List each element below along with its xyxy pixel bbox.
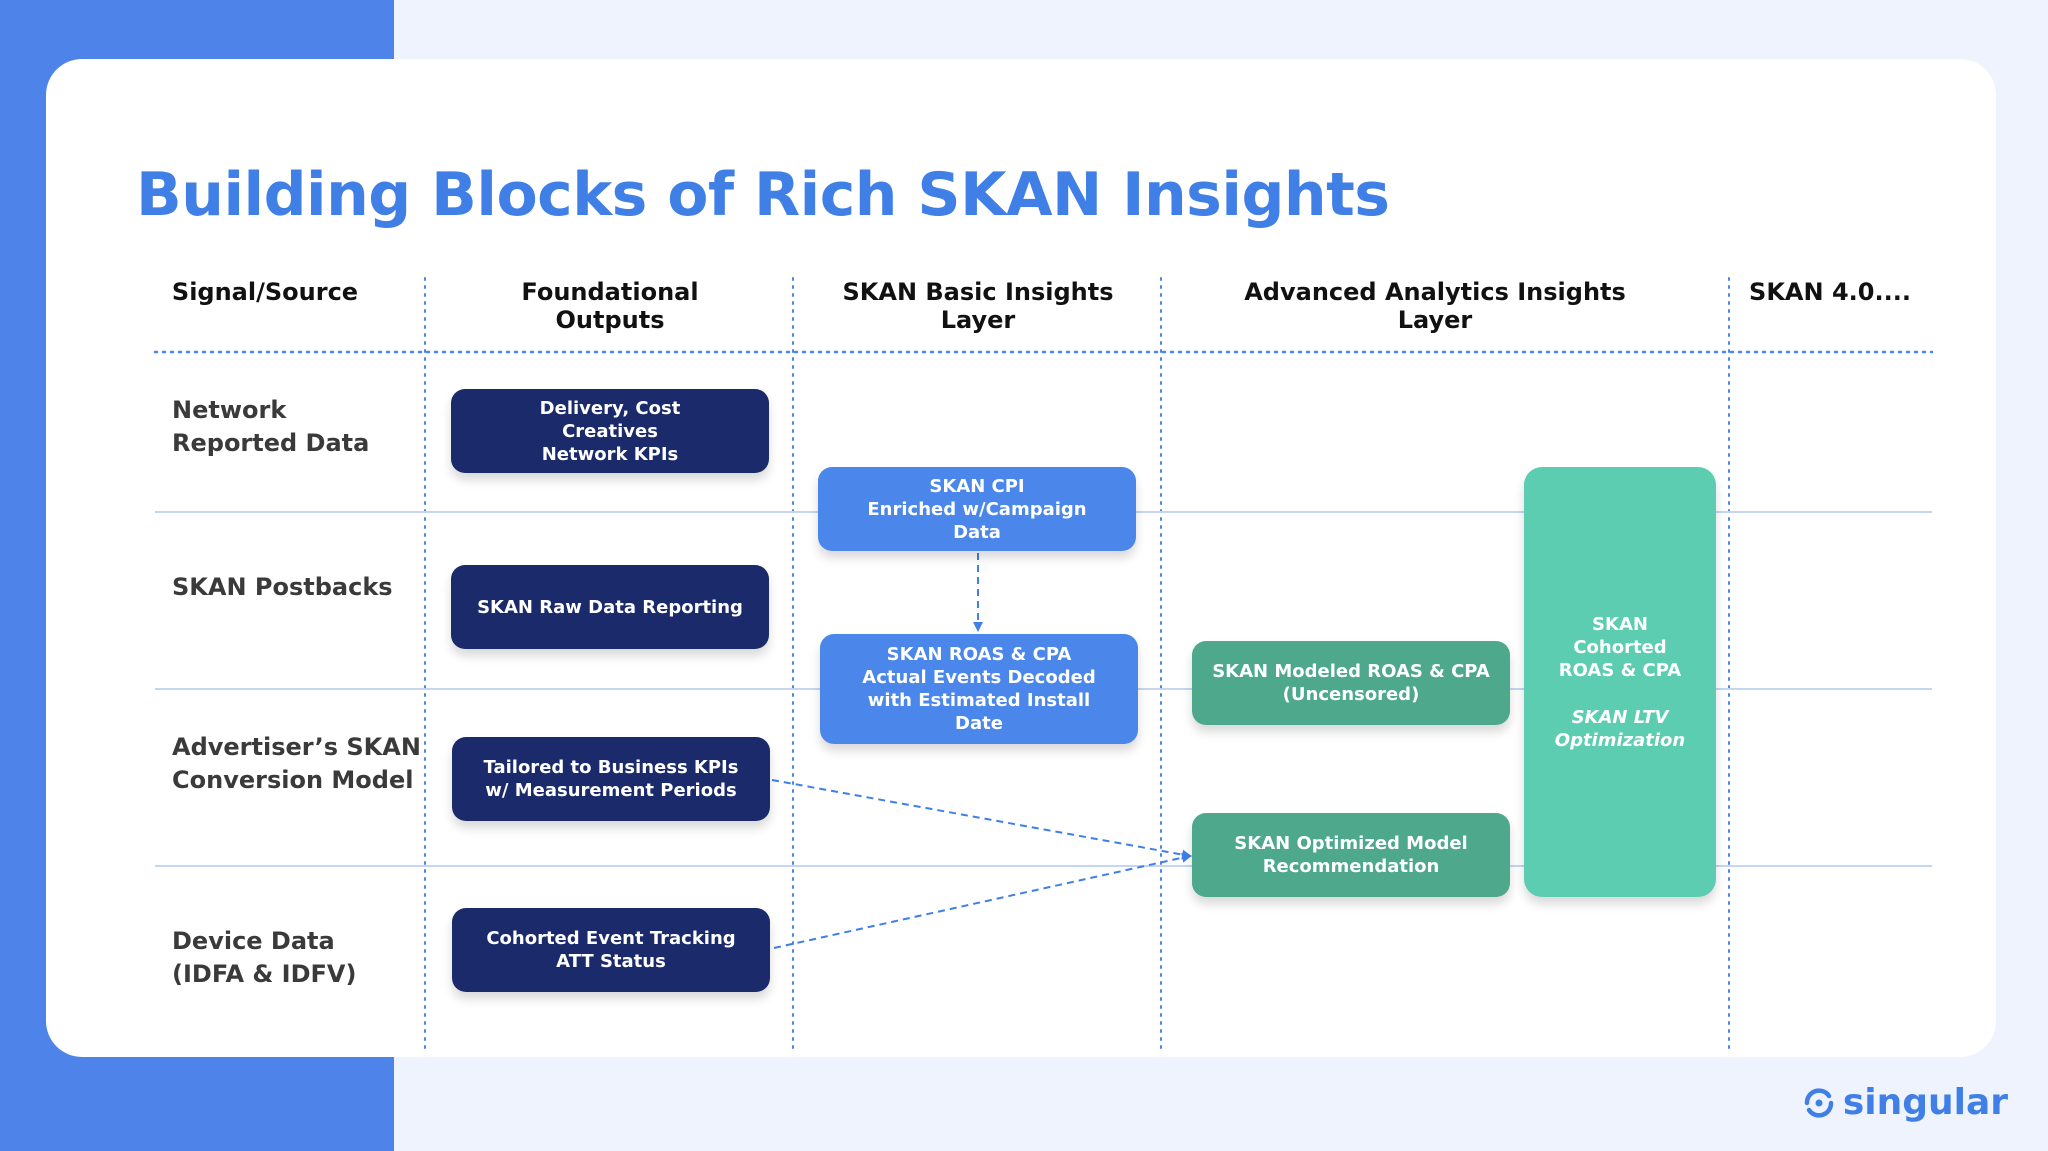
box-skan-cpi: SKAN CPI Enriched w/Campaign Data xyxy=(818,467,1136,551)
box-skan-modeled-roas-label: SKAN Modeled ROAS & CPA (Uncensored) xyxy=(1212,661,1490,705)
box-skan-raw-data: SKAN Raw Data Reporting xyxy=(451,565,769,649)
box-cohorted-event-tracking-label: Cohorted Event Tracking ATT Status xyxy=(486,928,736,972)
row-label-skan-postbacks: SKAN Postbacks xyxy=(172,573,393,601)
page-title: Building Blocks of Rich SKAN Insights xyxy=(136,160,1390,230)
column-header-skan-4: SKAN 4.0.... xyxy=(1749,278,1911,306)
column-header-basic-insights: SKAN Basic Insights Layer xyxy=(842,278,1114,334)
box-skan-cohorted-roas-label: SKAN Cohorted ROAS & CPA xyxy=(1558,613,1682,681)
box-skan-ltv-label: SKAN LTV Optimization xyxy=(1554,706,1686,751)
box-skan-roas-cpa-label: SKAN ROAS & CPA Actual Events Decoded wi… xyxy=(862,644,1096,734)
box-delivery-cost: Delivery, Cost Creatives Network KPIs xyxy=(451,389,769,473)
singular-logo-text: singular xyxy=(1842,1082,2008,1123)
box-skan-optimized-model: SKAN Optimized Model Recommendation xyxy=(1192,813,1510,897)
box-skan-optimized-model-label: SKAN Optimized Model Recommendation xyxy=(1234,833,1468,877)
column-header-advanced-analytics: Advanced Analytics Insights Layer xyxy=(1244,278,1626,334)
box-delivery-cost-label: Delivery, Cost Creatives Network KPIs xyxy=(539,397,681,465)
box-skan-modeled-roas: SKAN Modeled ROAS & CPA (Uncensored) xyxy=(1192,641,1510,725)
box-tailored-kpis: Tailored to Business KPIs w/ Measurement… xyxy=(452,737,770,821)
box-skan-cohorted-roas: SKAN Cohorted ROAS & CPA SKAN LTV Optimi… xyxy=(1524,467,1716,897)
singular-logo: singular xyxy=(1801,1082,2008,1123)
box-skan-roas-cpa: SKAN ROAS & CPA Actual Events Decoded wi… xyxy=(820,634,1138,744)
box-tailored-kpis-label: Tailored to Business KPIs w/ Measurement… xyxy=(483,757,739,801)
box-cohorted-event-tracking: Cohorted Event Tracking ATT Status xyxy=(452,908,770,992)
column-header-foundational-outputs: Foundational Outputs xyxy=(521,278,699,334)
arrow-tracking-to-optimized xyxy=(773,852,1192,949)
column-header-signal-source: Signal/Source xyxy=(171,278,359,306)
row-label-conversion-model: Advertiser’s SKAN Conversion Model xyxy=(172,733,421,794)
arrow-tailored-to-optimized xyxy=(771,779,1192,860)
box-skan-cpi-label: SKAN CPI Enriched w/Campaign Data xyxy=(867,475,1087,543)
row-label-device-data: Device Data (IDFA & IDFV) xyxy=(172,927,357,988)
row-label-network-reported-data: Network Reported Data xyxy=(172,396,370,457)
box-skan-raw-data-label: SKAN Raw Data Reporting xyxy=(477,596,743,618)
singular-logo-icon xyxy=(1804,1087,1834,1118)
